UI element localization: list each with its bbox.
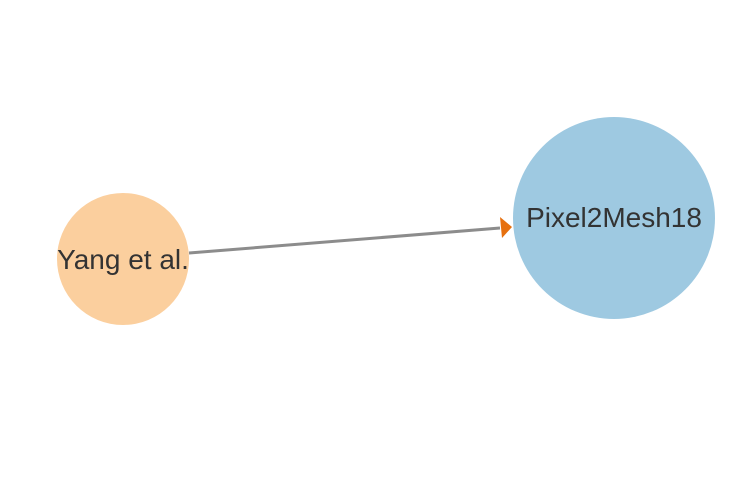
node-yang-label: Yang et al. [57,244,189,275]
edge-yang-to-pixel2mesh [188,217,512,255]
node-pixel2mesh[interactable]: Pixel2Mesh18 [513,117,715,319]
node-yang-circle[interactable] [57,193,189,325]
edge-line [188,226,501,255]
arrowhead-icon [500,217,512,238]
node-pixel2mesh-circle[interactable] [513,117,715,319]
node-yang[interactable]: Yang et al. [57,193,189,325]
node-pixel2mesh-label: Pixel2Mesh18 [526,202,702,233]
